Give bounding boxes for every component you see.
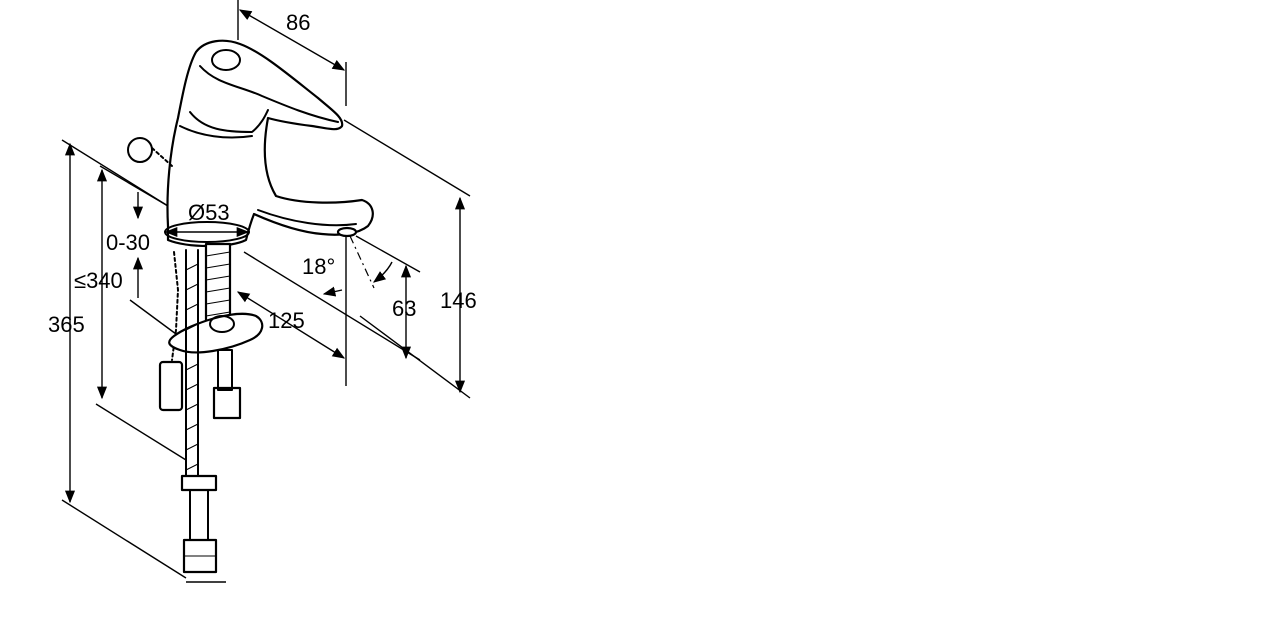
dim-spout-angle: 18°	[302, 235, 393, 386]
dim-label-total-height: 365	[48, 312, 85, 337]
dim-label-popup-range: 0-30	[106, 230, 150, 255]
dim-label-spout-height: 63	[392, 296, 416, 321]
dim-max-depth: ≤340	[74, 168, 187, 461]
dim-total-height: 365	[48, 139, 226, 583]
dim-label-max-depth: ≤340	[74, 268, 123, 293]
dim-label-body-diameter: Ø53	[188, 200, 230, 225]
dim-spout-reach: 125	[236, 291, 346, 359]
dim-lever-length: 86	[237, 0, 347, 106]
dim-body-diameter: Ø53	[164, 200, 250, 238]
dim-tap-height: 146	[343, 119, 477, 399]
dim-label-spout-reach: 125	[268, 308, 305, 333]
mounting-shanks	[168, 242, 264, 574]
dim-label-spout-angle: 18°	[302, 254, 335, 279]
dim-label-lever-length: 86	[286, 10, 310, 35]
dim-label-tap-height: 146	[440, 288, 477, 313]
